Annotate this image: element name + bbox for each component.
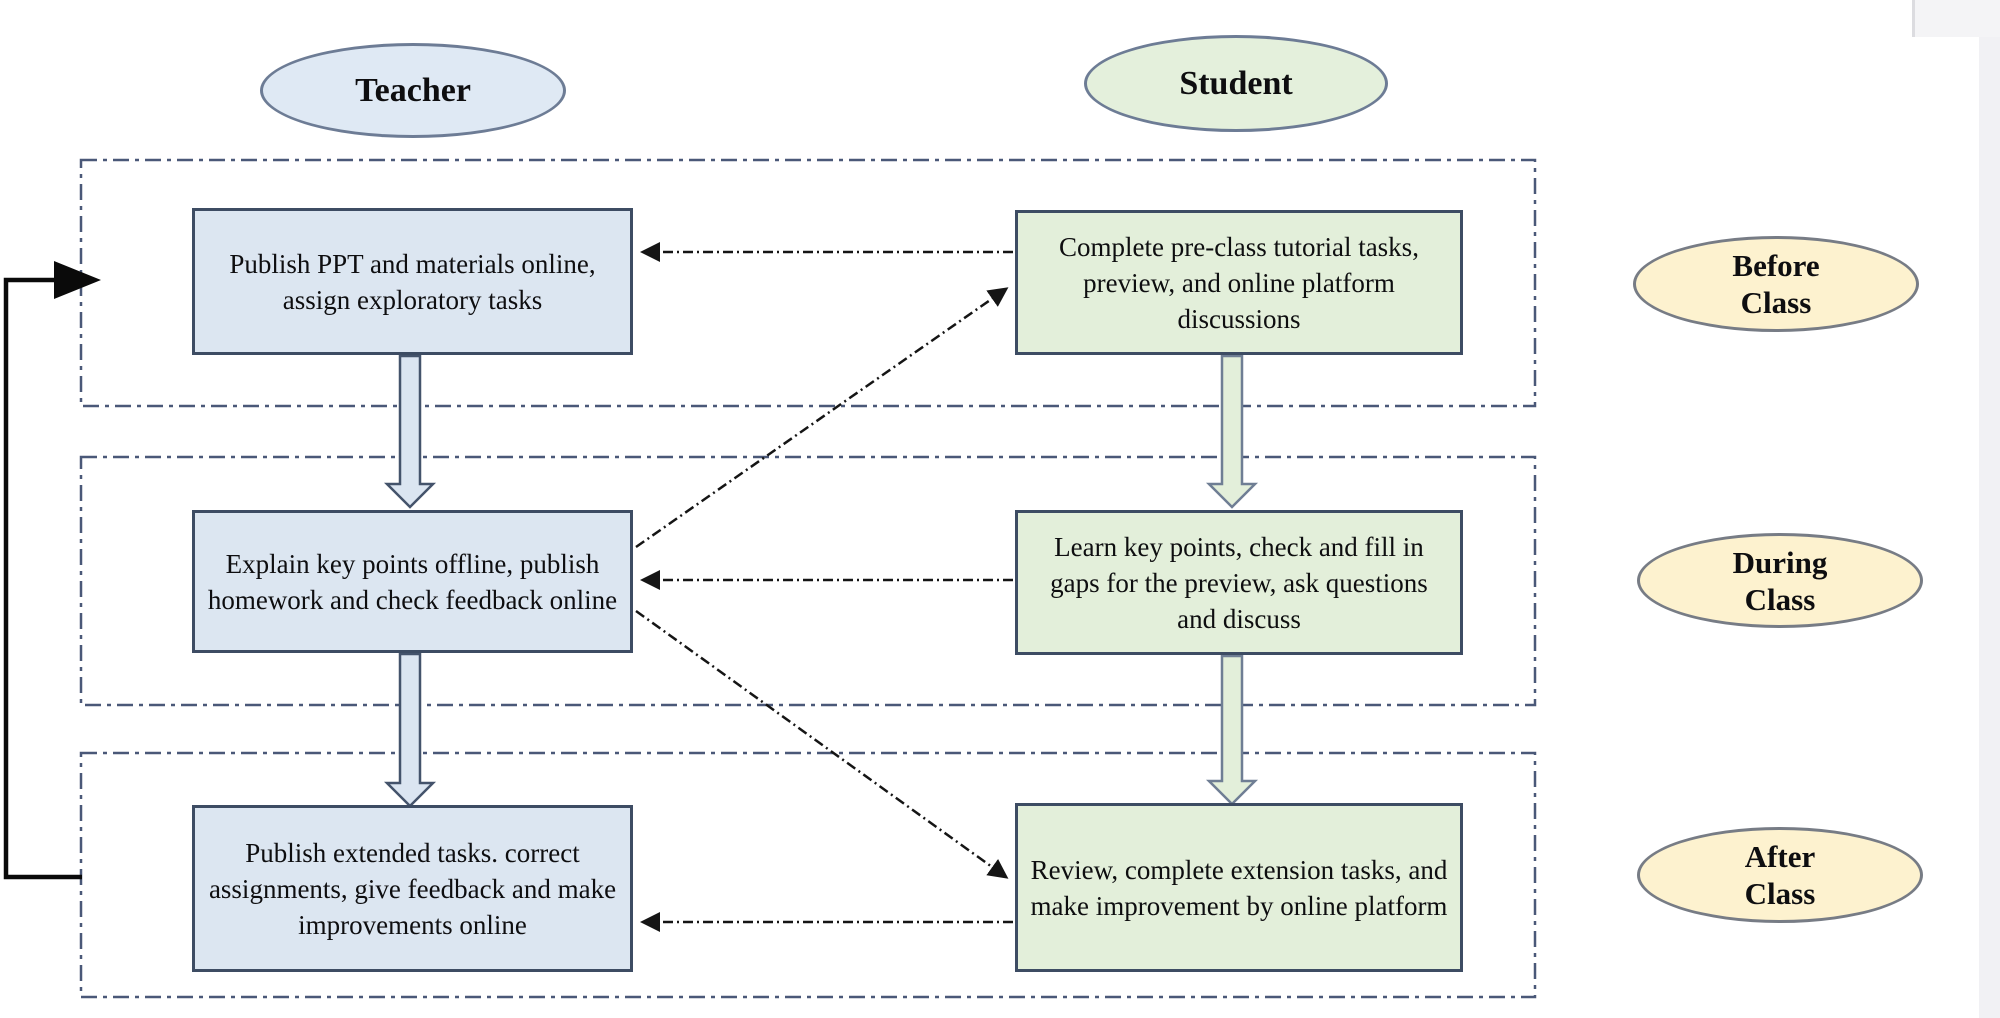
student-flow-arrow-1 [1205, 354, 1259, 509]
student-step-after-class: Review, complete extension tasks, and ma… [1015, 803, 1463, 972]
actor-student-label: Student [1179, 64, 1293, 102]
teacher-flow-arrow-2 [383, 652, 437, 808]
teacher-to-student-diagonal-up [635, 287, 1009, 549]
student-flow-arrows [1205, 354, 1259, 806]
student-flow-arrow-2 [1205, 654, 1259, 806]
phase-label-after-class: After Class [1744, 839, 1816, 911]
student-step-before-class: Complete pre-class tutorial tasks, previ… [1015, 210, 1463, 355]
interaction-arrows [635, 242, 1013, 932]
teacher-flow-arrows [383, 354, 437, 808]
feedback-arrowhead [54, 261, 101, 299]
during-class-region [79, 455, 1537, 707]
phase-ellipse-after-class: After Class [1637, 827, 1923, 923]
teacher-step-before-class: Publish PPT and materials online, assign… [192, 208, 633, 355]
teacher-step-during-class: Explain key points offline, publish home… [192, 510, 633, 653]
teacher-flow-arrow-1 [383, 354, 437, 509]
teacher-to-student-diagonal-down [635, 609, 1009, 879]
page-edge-strip [1979, 0, 2000, 1018]
phase-label-during-class: During Class [1732, 544, 1828, 617]
student-step-during-class: Learn key points, check and fill in gaps… [1015, 510, 1463, 655]
phase-label-before-class: Before Class [1732, 248, 1820, 320]
actor-student-ellipse: Student [1084, 35, 1388, 132]
actor-teacher-ellipse: Teacher [260, 43, 566, 138]
phase-ellipse-during-class: During Class [1637, 533, 1923, 628]
page-corner-notch [1912, 0, 2000, 37]
actor-teacher-label: Teacher [355, 71, 471, 109]
teacher-step-after-class: Publish extended tasks. correct assignme… [192, 805, 633, 972]
feedback-loop-arrow [3, 261, 101, 880]
phase-ellipse-before-class: Before Class [1633, 236, 1919, 332]
